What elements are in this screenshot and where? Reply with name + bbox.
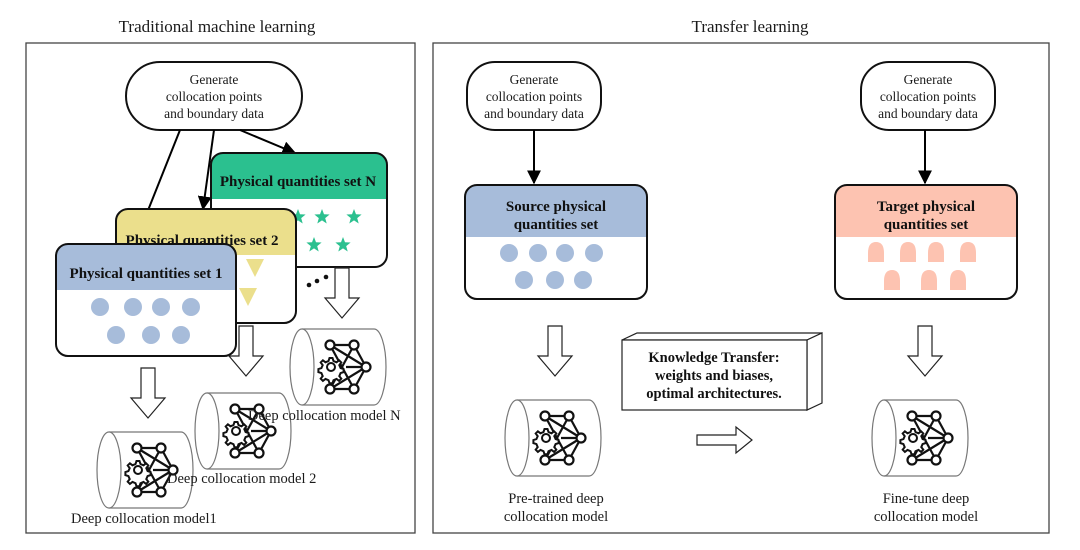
source-generate-line-2: collocation points [486,89,582,104]
panel-title-traditional: Traditional machine learning [119,17,316,36]
ellipsis-dots [306,274,329,288]
circle-marker [515,271,533,289]
target-set-card: Target physical quantities set [834,184,1018,300]
set-n-label: Physical quantities set N [220,174,376,190]
model-1-cylinder [96,431,194,509]
hollow-arrow-down-n [324,267,360,319]
bullet-marker [900,242,916,262]
panel-title-transfer: Transfer learning [692,17,809,36]
target-set-markers [868,242,976,290]
generate-node: Generate collocation points and boundary… [125,61,303,131]
target-set-label-1: Target physical [877,199,975,215]
source-generate-line-3: and boundary data [484,106,584,121]
finetune-model-cylinder [871,399,969,477]
bullet-marker [921,270,937,290]
star-marker [306,237,322,252]
knowledge-line-2: weights and biases, [655,368,773,384]
target-generate-line-2: collocation points [880,89,976,104]
bullet-marker [950,270,966,290]
transfer-learning-panel: Transfer learning Generate collocation p… [432,17,1050,534]
pretrained-label-1: Pre-trained deep [508,491,603,507]
set-n-markers [290,209,362,252]
bullet-marker [884,270,900,290]
target-set-header [835,185,1017,237]
target-generate-line-1: Generate [904,72,953,87]
circle-marker [124,298,142,316]
generate-line-1: Generate [190,72,239,87]
model-2-label: Deep collocation model 2 [167,471,316,487]
hollow-arrow-right [696,425,753,455]
triangle-marker [239,288,257,306]
bullet-marker [868,242,884,262]
arrow-to-set-n [239,129,297,155]
model-n-label: Deep collocation model N [248,408,401,424]
source-set-label-2: quantities set [514,217,599,233]
hollow-arrow-down-target [907,325,943,377]
model-n-cylinder [289,328,387,406]
hollow-arrow-down-source [537,325,573,377]
set-2-markers [239,259,264,306]
circle-marker [152,298,170,316]
set-1-markers [91,298,200,344]
model-1-label: Deep collocation model1 [71,511,217,527]
circle-marker [500,244,518,262]
source-set-label-1: Source physical [506,199,606,215]
arrow-to-set-2 [197,129,215,211]
target-set-label-2: quantities set [884,217,969,233]
circle-marker [91,298,109,316]
bullet-marker [960,242,976,262]
star-marker [346,209,362,224]
target-generate-node: Generate collocation points and boundary… [860,61,996,131]
source-generate-line-1: Generate [510,72,559,87]
circle-marker [107,326,125,344]
knowledge-line-3: optimal architectures. [646,386,782,402]
circle-marker [585,244,603,262]
circle-marker [529,244,547,262]
source-set-markers [500,244,603,289]
triangle-marker [246,259,264,277]
target-generate-line-3: and boundary data [878,106,978,121]
source-generate-node: Generate collocation points and boundary… [466,61,602,131]
bullet-marker [928,242,944,262]
traditional-ml-panel: Traditional machine learning Generate co… [25,17,416,534]
set-1-header [56,244,236,290]
pretrained-label-2: collocation model [504,509,608,525]
circle-marker [142,326,160,344]
finetune-label-1: Fine-tune deep [883,491,970,507]
star-marker [314,209,330,224]
circle-marker [172,326,190,344]
source-set-card: Source physical quantities set [464,184,648,300]
finetune-label-2: collocation model [874,509,978,525]
circle-marker [556,244,574,262]
set-1-label: Physical quantities set 1 [70,266,223,282]
panel-frame [25,42,416,534]
model-2-cylinder [194,392,292,470]
knowledge-transfer-box: Knowledge Transfer: weights and biases, … [621,332,823,411]
hollow-arrow-down-1 [130,367,166,419]
star-marker [335,237,351,252]
generate-line-3: and boundary data [164,106,264,121]
circle-marker [574,271,592,289]
generate-line-2: collocation points [166,89,262,104]
set-n-header [211,153,387,199]
pretrained-model-cylinder [504,399,602,477]
circle-marker [182,298,200,316]
source-set-header [465,185,647,237]
circle-marker [546,271,564,289]
panel-frame [432,42,1050,534]
knowledge-line-1: Knowledge Transfer: [648,350,779,366]
star-marker [290,209,306,224]
physical-set-1-card: Physical quantities set 1 [55,243,237,357]
